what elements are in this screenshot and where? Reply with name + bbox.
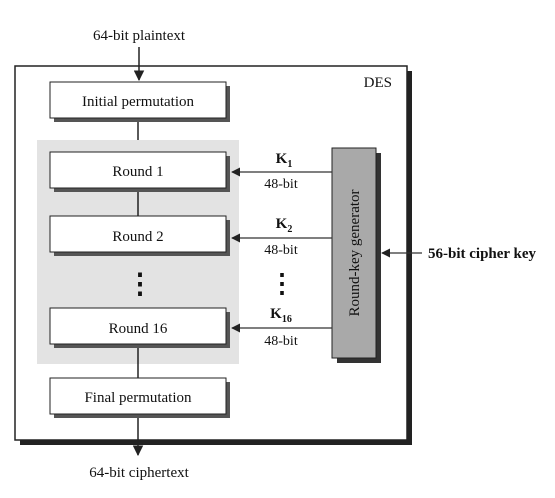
des-label: DES (364, 75, 392, 91)
output-label: 64-bit ciphertext (89, 465, 189, 481)
key-16-bits: 48-bit (264, 334, 298, 349)
round-key-generator-label: Round-key generator (347, 189, 363, 316)
round-2-label: Round 2 (112, 229, 163, 245)
keys-ellipsis: ⋮ (269, 269, 295, 298)
key-1-bits: 48-bit (264, 177, 298, 192)
initial-permutation-box (49, 81, 227, 119)
round-1-label: Round 1 (112, 164, 163, 180)
input-label: 64-bit plaintext (93, 28, 186, 44)
initial-permutation-label: Initial permutation (82, 94, 195, 110)
key-2-label: K2 (276, 216, 293, 235)
round-1-box (49, 151, 227, 189)
rounds-ellipsis: ⋮ (126, 269, 154, 300)
key-16-subscript: 16 (282, 314, 292, 325)
final-permutation-label: Final permutation (84, 390, 192, 406)
key-1-subscript: 1 (287, 159, 292, 170)
final-permutation-box (49, 377, 227, 415)
key-1-label: K1 (276, 151, 293, 170)
key-2-bits: 48-bit (264, 243, 298, 258)
round-key-generator-box (331, 147, 377, 359)
round-2-box (49, 215, 227, 253)
cipher-key-label: 56-bit cipher key (428, 246, 537, 262)
key-2-subscript: 2 (287, 224, 292, 235)
key-16-label: K16 (270, 306, 292, 325)
round-16-label: Round 16 (109, 321, 168, 337)
round-16-box (49, 307, 227, 345)
